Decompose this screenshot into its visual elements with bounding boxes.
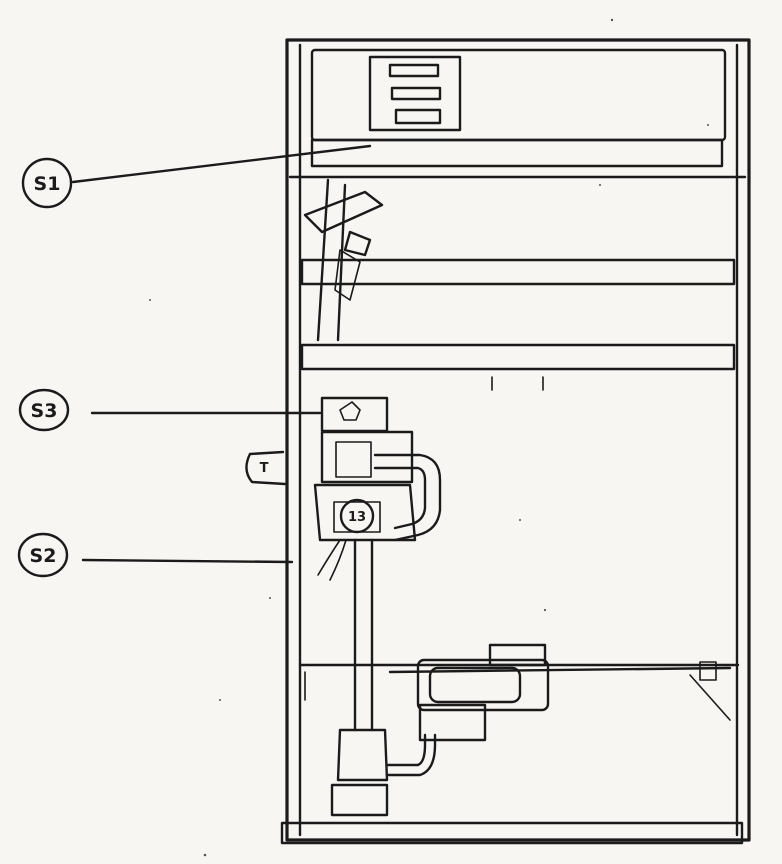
upper-pipe-assembly [303,178,384,342]
burner-manifold [298,643,740,742]
front-strip-s1 [288,138,747,179]
callout-s1-label: S1 [34,173,61,195]
vertical-pipe [330,538,437,817]
valve-wires [317,539,347,581]
side-tab-label: T [260,461,269,476]
callout-s3: S3 [18,388,322,432]
valve-center-label: 13 [348,510,366,525]
control-box-s3 [320,396,389,433]
horizontal-rails [300,258,736,391]
callout-s1: S1 [21,144,372,209]
callout-s2-label: S2 [30,545,57,567]
callout-s3-label: S3 [31,400,58,422]
control-panel [310,48,727,142]
gas-pipe-right [373,453,442,542]
scan-specks [149,18,709,857]
callout-s2: S2 [17,532,294,578]
side-tab: T [245,450,287,486]
gas-valve [313,430,417,542]
